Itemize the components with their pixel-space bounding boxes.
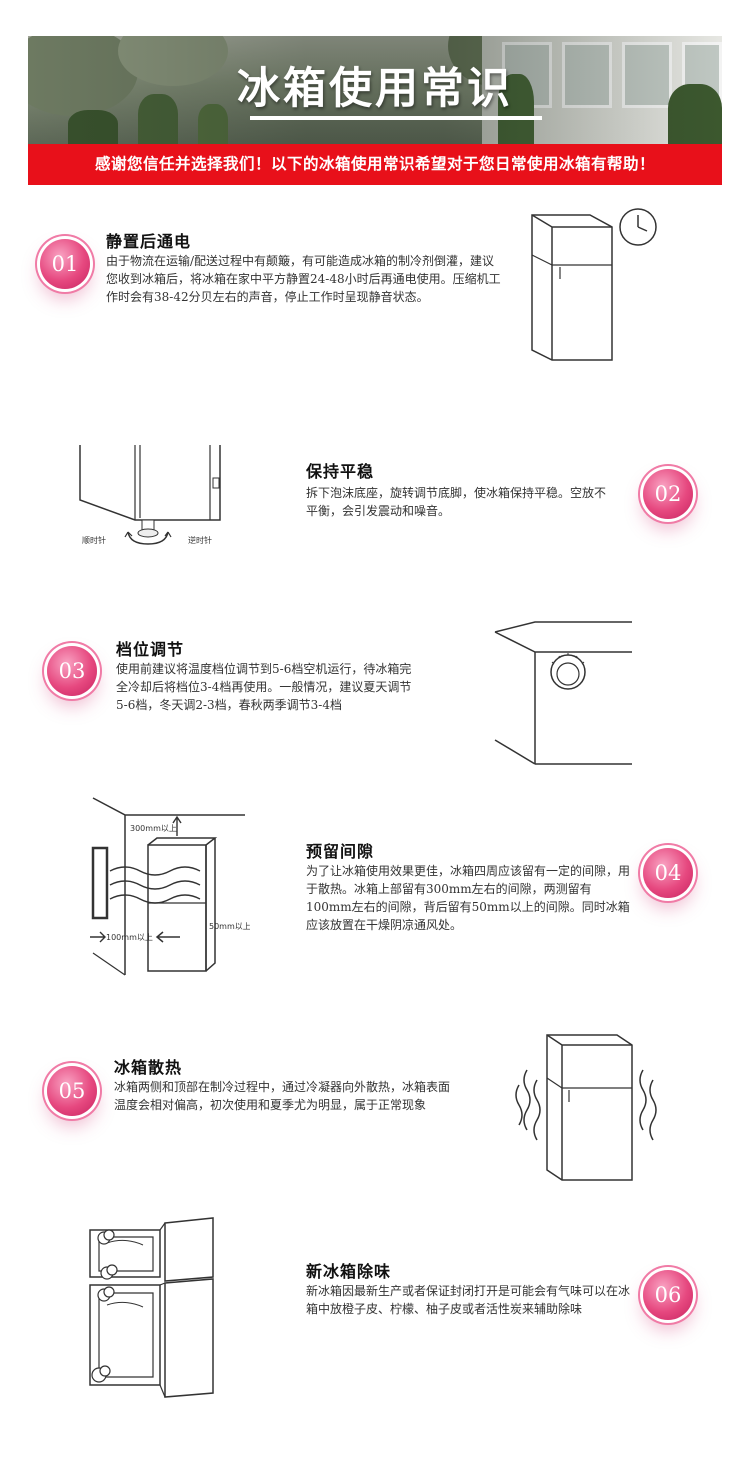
section-body-temperature: 使用前建议将温度档位调节到5-6档空机运行，待冰箱完全冷却后将档位3-4档再使用… [116, 662, 412, 712]
section-title-standing: 静置后通电 [106, 232, 192, 251]
section-title-level: 保持平稳 [306, 462, 375, 481]
step-badge-03: 03 [47, 646, 97, 696]
title-underline [250, 116, 542, 120]
section-title-deodorize: 新冰箱除味 [306, 1262, 392, 1281]
step-badge-05: 05 [47, 1066, 97, 1116]
fridge-clearance-icon: 300mm以上 100mm以上 50mm以上 [90, 797, 250, 976]
section-body-heat: 冰箱两侧和顶部在制冷过程中，通过冷凝器向外散热，冰箱表面温度会相对偏高，初次使用… [114, 1080, 451, 1112]
section-title-temperature: 档位调节 [116, 640, 185, 659]
section-body-standing: 由于物流在运输/配送过程中有颠簸，有可能造成冰箱的制冷剂倒灌，建议您收到冰箱后，… [106, 254, 501, 304]
thermostat-dial-icon [494, 621, 632, 765]
header-banner-image: 冰箱使用常识 [28, 36, 722, 144]
fridge-clock-icon [531, 208, 657, 361]
section-body-deodorize: 新冰箱因最新生产或者保证封闭打开是可能会有气味可以在冰箱中放橙子皮、柠檬、柚子皮… [306, 1284, 631, 1316]
step-badge-06: 06 [643, 1270, 693, 1320]
step-badge-02: 02 [643, 469, 693, 519]
section-title-heat: 冰箱散热 [114, 1058, 183, 1077]
clockwise-label: 逆时针 [188, 535, 212, 545]
top-clearance-label: 300mm以上 [130, 824, 177, 833]
counterclockwise-label: 顺时针 [82, 535, 106, 545]
fridge-open-deodorize-icon [89, 1217, 214, 1398]
page-title: 冰箱使用常识 [237, 64, 513, 114]
fridge-foot-icon: 顺时针 逆时针 [79, 445, 221, 545]
step-badge-01: 01 [40, 239, 90, 289]
back-clearance-label: 50mm以上 [209, 922, 250, 931]
side-clearance-label: 100mm以上 [106, 933, 153, 942]
section-body-clearance: 为了让冰箱使用效果更佳，冰箱四周应该留有一定的间隙，用于散热。冰箱上部留有300… [306, 864, 631, 932]
fridge-heat-icon [515, 1034, 657, 1181]
step-badge-04: 04 [643, 848, 693, 898]
section-body-level: 拆下泡沫底座，旋转调节底脚，使冰箱保持平稳。空放不平衡，会引发震动和噪音。 [306, 486, 607, 518]
intro-banner: 感谢您信任并选择我们！以下的冰箱使用常识希望对于您日常使用冰箱有帮助！ [28, 144, 722, 185]
section-title-clearance: 预留间隙 [306, 842, 375, 861]
